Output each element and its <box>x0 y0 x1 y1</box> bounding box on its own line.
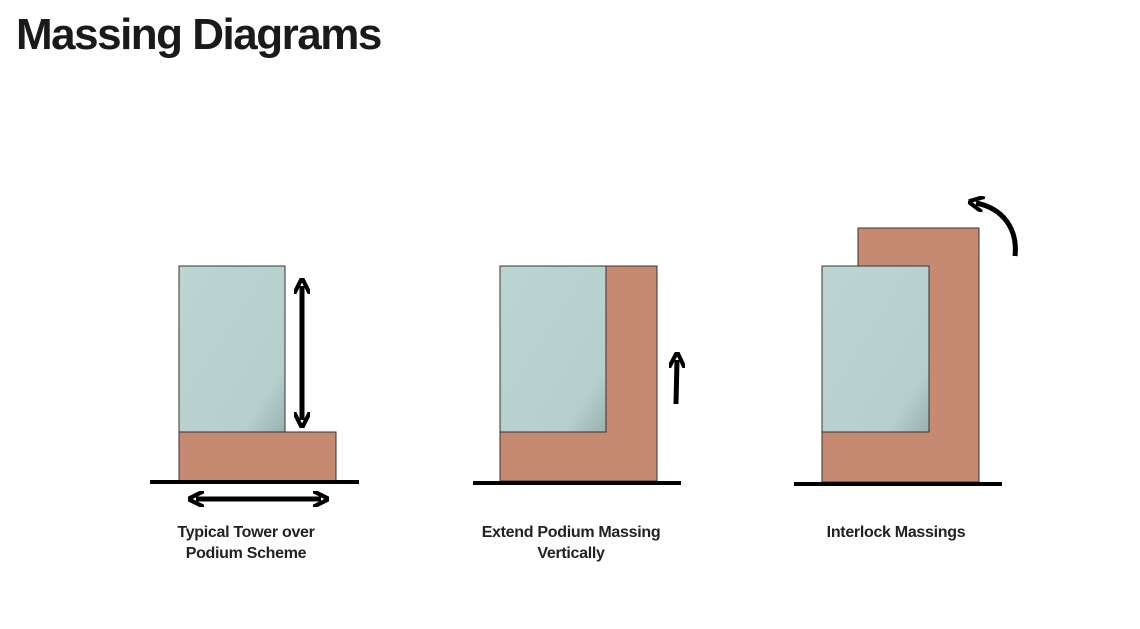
tower-mass <box>499 265 607 433</box>
tower-mass <box>821 265 930 433</box>
caption-interlock: Interlock Massings <box>766 522 1026 543</box>
page-title: Massing Diagrams <box>16 10 382 59</box>
caption-extend-podium: Extend Podium Massing Vertically <box>441 522 701 564</box>
caption-line: Typical Tower over <box>177 524 315 541</box>
caption-line: Extend Podium Massing <box>481 524 661 541</box>
caption-line: Podium Scheme <box>185 545 307 562</box>
curved-arrow-icon <box>976 203 1018 257</box>
caption-tower-over-podium: Typical Tower over Podium Scheme <box>116 522 376 564</box>
up-arrow-icon <box>676 360 677 405</box>
diagram-extend-podium <box>473 265 681 485</box>
podium-mass <box>178 431 337 482</box>
diagram-interlock <box>794 203 1018 486</box>
diagram-tower-over-podium <box>150 265 359 499</box>
caption-line: Vertically <box>537 545 605 562</box>
tower-mass <box>178 265 286 433</box>
caption-line: Interlock Massings <box>826 524 966 541</box>
